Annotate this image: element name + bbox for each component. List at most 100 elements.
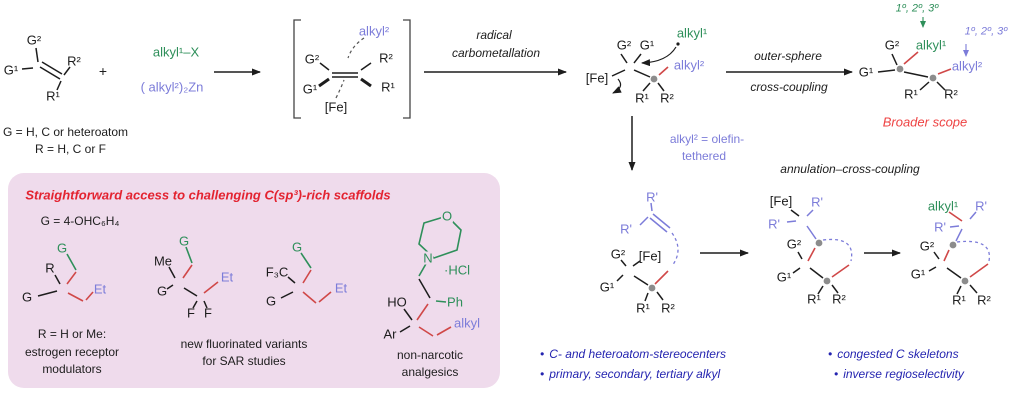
ts-g2-label: G² — [304, 51, 320, 67]
ri-r1-label: R¹ — [635, 90, 649, 106]
ann2-g2-label: G² — [786, 236, 802, 252]
s3-et-label: Et — [334, 280, 348, 296]
olefin-tethered-line1: alkyl² = olefin- — [669, 132, 745, 146]
bullet-icon: • — [828, 347, 833, 361]
olefin-tethered-line2: tethered — [681, 149, 727, 163]
ann2-r1-label: R¹ — [807, 291, 821, 307]
s4-ar-label: Ar — [383, 326, 397, 342]
s2-g-left-label: G — [156, 283, 168, 299]
outer-sphere-label: outer-sphere — [754, 49, 822, 63]
g-definition: G = 4-OHC₆H₄ — [40, 214, 120, 228]
s4-hcl-label: ·HCl — [444, 262, 470, 278]
ts-alkyl2-label: alkyl² — [358, 23, 390, 39]
product-alkyl1-label: alkyl¹ — [915, 37, 947, 53]
ts-r2-label: R² — [379, 50, 393, 66]
alkyl-halide-reagent: alkyl¹–X — [152, 44, 200, 60]
s4-ph-label: Ph — [447, 294, 463, 310]
legend-g: G = H, C or heteroatom — [3, 125, 129, 139]
radical-carbometallation-line1: radical — [476, 28, 512, 42]
scaffold1-bonds — [37, 253, 94, 302]
bullet-inverse-regioselectivity: •inverse regioselectivity — [834, 367, 964, 381]
ann3-g2-label: G² — [919, 238, 935, 254]
reactant-r2-label: R² — [67, 53, 81, 69]
annulation-cyclized-bonds — [786, 209, 853, 295]
s1-caption-line3: modulators — [42, 362, 102, 376]
cross-coupling-label: cross-coupling — [750, 80, 828, 94]
radical-carbometallation-line2: carbometallation — [451, 46, 541, 60]
ann3-alkyl1-label: alkyl¹ — [927, 198, 959, 214]
scaffold-highlight-box — [8, 173, 500, 388]
s2-caption-line1: new fluorinated variants — [180, 337, 308, 351]
legend-r: R = H, C or F — [35, 142, 107, 156]
s2-et-label: Et — [220, 269, 234, 285]
ann3-r1-label: R¹ — [952, 292, 966, 308]
scaffold2-bonds — [166, 246, 219, 309]
ann1-g2-label: G² — [610, 246, 626, 262]
degree-purple-label: 1º, 2º, 3º — [964, 25, 1008, 38]
s1-g-left-label: G — [21, 289, 33, 305]
s1-r-label: R — [45, 260, 55, 276]
annulation-cross-coupling-label: annulation–cross-coupling — [780, 162, 920, 176]
reactant-alkene-bonds — [21, 47, 71, 91]
s2-me-label: Me — [153, 253, 173, 269]
ann3-rprime2-label: R' — [934, 219, 946, 235]
bullet-icon: • — [834, 367, 839, 381]
s4-morpholine-o-label: O — [440, 208, 454, 224]
ann1-g1-label: G¹ — [599, 279, 615, 295]
radical-intermediate-bonds — [611, 42, 680, 94]
ann1-rprime2-label: R' — [620, 221, 632, 237]
product-r1-label: R¹ — [904, 86, 918, 102]
scaffold-box-title: Straightforward access to challenging C(… — [25, 187, 391, 203]
s4-ho-label: HO — [387, 294, 407, 310]
bullet-icon: • — [540, 347, 545, 361]
s3-g-top-label: G — [291, 239, 303, 255]
ann2-g1-label: G¹ — [776, 269, 792, 285]
annulation-product-bonds — [928, 211, 991, 295]
transition-state — [293, 19, 411, 119]
broader-scope-caption: Broader scope — [882, 114, 968, 130]
s4-caption-line2: analgesics — [401, 365, 459, 379]
ts-fe-label: [Fe] — [324, 99, 348, 115]
ts-g1-label: G¹ — [302, 81, 318, 97]
ann2-r2-label: R² — [832, 291, 846, 307]
product-g1-label: G¹ — [858, 64, 874, 80]
ann1-r2-label: R² — [661, 300, 675, 316]
degree-pointer-arrows — [920, 17, 969, 57]
reactant-r1-label: R¹ — [46, 88, 60, 104]
scaffold3-bonds — [280, 252, 332, 304]
ts-r1-label: R¹ — [381, 79, 395, 95]
ann3-rprime1-label: R' — [975, 198, 987, 214]
annulation-olefin-bonds — [616, 202, 679, 302]
ann1-rprime1-label: R' — [646, 189, 658, 205]
ri-g1-label: G¹ — [639, 37, 655, 53]
zinc-reagent: ( alkyl²)₂Zn — [140, 79, 204, 95]
ri-alkyl1-label: alkyl¹ — [676, 25, 708, 41]
bullet-stereocenters: •C- and heteroatom-stereocenters — [540, 347, 726, 361]
s2-f1-label: F — [187, 305, 195, 321]
reaction-arrows — [214, 68, 901, 257]
product-bonds — [877, 51, 952, 91]
s1-caption-line1: R = H or Me: — [37, 327, 107, 341]
s2-f2-label: F — [204, 305, 212, 321]
ri-r2-label: R² — [660, 90, 674, 106]
ri-g2-label: G² — [616, 37, 632, 53]
scaffold4-bonds — [399, 215, 462, 337]
ann2-fe-label: [Fe] — [769, 193, 793, 209]
product-r2-label: R² — [944, 86, 958, 102]
s4-morpholine-n-label: N — [422, 250, 434, 266]
ann2-rprime2-label: R' — [768, 216, 780, 232]
s1-caption-line2: estrogen receptor — [24, 345, 120, 359]
s1-g-top-label: G — [56, 240, 68, 256]
s4-caption-line1: non-narcotic — [396, 348, 464, 362]
reactant-g1-label: G¹ — [3, 62, 19, 78]
ann3-r2-label: R² — [977, 292, 991, 308]
s2-g-top-label: G — [178, 233, 190, 249]
bullet-congested-skeletons: •congested C skeletons — [828, 347, 959, 361]
reactant-g2-label: G² — [26, 32, 42, 48]
s3-g-left-label: G — [265, 293, 277, 309]
bullet-icon: • — [540, 367, 545, 381]
s2-caption-line2: for SAR studies — [202, 354, 286, 368]
degree-green-label: 1º, 2º, 3º — [895, 2, 939, 15]
ann2-rprime1-label: R' — [811, 194, 823, 210]
